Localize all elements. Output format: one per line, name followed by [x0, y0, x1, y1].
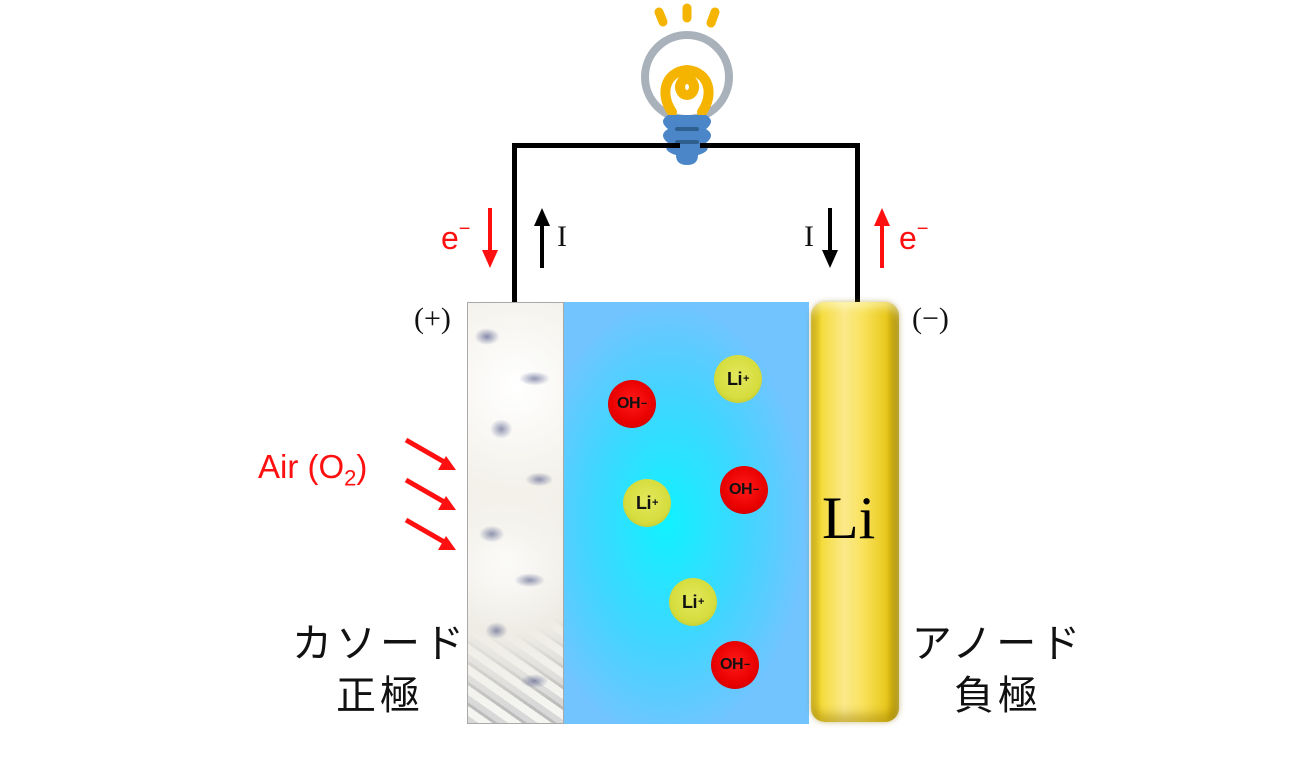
air-arrows [404, 437, 456, 550]
air-arrow-icon [404, 437, 456, 470]
bulb-filament [660, 64, 714, 117]
wire-left-vertical [512, 143, 517, 303]
cathode-electrode [467, 302, 564, 724]
anode-symbol: Li [822, 485, 876, 551]
air-arrow-icon [404, 517, 456, 550]
ion-li: Li+ [623, 479, 671, 527]
ion-li: Li+ [714, 355, 762, 403]
air-input-label: Air (O2) [258, 448, 368, 491]
light-ray-left [654, 7, 668, 27]
right-electron-arrow-up-icon [874, 208, 890, 268]
left-current-label: I [557, 220, 567, 253]
wire-right-vertical [855, 143, 860, 303]
cathode-name: カソード 正極 [290, 618, 470, 722]
ion-oh: OH− [720, 466, 768, 514]
anode-polarity-label: (−) [912, 302, 949, 335]
wire-top-right [700, 143, 860, 148]
anode-name: アノード 負極 [908, 618, 1088, 722]
left-electron-label: e− [441, 218, 471, 256]
light-rays [654, 3, 720, 28]
lithium-metal [811, 302, 899, 722]
light-bulb-icon [641, 3, 733, 165]
right-current-arrow-down-icon [822, 208, 838, 268]
anode-electrode [809, 302, 904, 724]
anode-name-kanji: 負極 [954, 673, 1042, 719]
cathode-name-katakana: カソード [292, 621, 468, 667]
cathode-polarity-label: (+) [414, 302, 451, 335]
light-ray-right [706, 7, 720, 28]
electrolyte: OH− Li+ Li+ OH− Li+ OH− [564, 302, 809, 724]
right-electron-label: e− [899, 218, 929, 256]
cathode-name-kanji: 正極 [336, 673, 424, 719]
wire-top-left [512, 143, 680, 148]
right-current-label: I [804, 220, 814, 253]
left-electron-arrow-down-icon [482, 208, 498, 268]
air-arrow-icon [404, 477, 456, 510]
anode-name-katakana: アノード [911, 621, 1085, 667]
left-current-arrow-up-icon [534, 208, 550, 268]
ion-li: Li+ [669, 578, 717, 626]
ion-oh: OH− [608, 380, 656, 428]
ion-oh: OH− [711, 641, 759, 689]
